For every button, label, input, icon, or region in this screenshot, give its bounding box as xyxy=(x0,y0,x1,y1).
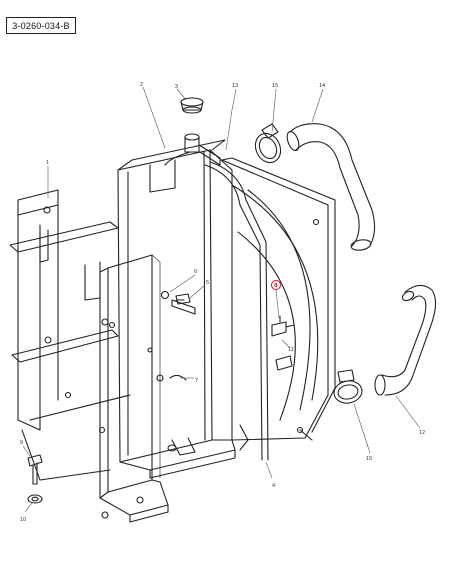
washer xyxy=(27,494,43,504)
callout-2: 2 xyxy=(140,82,143,88)
callout-13: 13 xyxy=(232,83,238,89)
callout-4: 4 xyxy=(272,483,275,489)
radiator-core xyxy=(117,139,249,479)
callout-6: 6 xyxy=(194,269,197,275)
callout-8: 8 xyxy=(274,283,277,289)
callout-labels: 1 2 3 4 5 6 7 8 9 10 11 12 13 14 15 15 xyxy=(20,82,425,523)
bolt-radiator xyxy=(175,293,191,305)
callout-15-upper: 15 xyxy=(272,83,278,89)
mounting-frame xyxy=(9,189,131,481)
callout-8-highlight-ring xyxy=(271,280,281,290)
upper-hose xyxy=(286,123,376,251)
leader-lines xyxy=(22,86,421,513)
hose-clamp-lower xyxy=(333,369,363,404)
lower-hose xyxy=(374,284,437,396)
reference-code-label: 3-0260-034-B xyxy=(6,17,76,34)
callout-14: 14 xyxy=(319,83,325,89)
hose-clamp-upper xyxy=(254,123,282,164)
callout-7: 7 xyxy=(195,378,198,384)
callout-11: 11 xyxy=(288,347,294,353)
side-bracket-plate xyxy=(99,254,169,523)
callout-12: 12 xyxy=(419,430,425,436)
callout-5: 5 xyxy=(206,280,209,286)
radiator-filler-cap xyxy=(180,97,221,166)
callout-9: 9 xyxy=(20,440,23,446)
callout-10: 10 xyxy=(20,517,26,523)
callout-1: 1 xyxy=(46,160,49,166)
bolt xyxy=(27,454,43,485)
callout-3: 3 xyxy=(175,84,178,90)
overflow-tube xyxy=(204,161,269,461)
callout-15-lower: 15 xyxy=(366,456,372,462)
fan-shroud xyxy=(221,157,336,441)
